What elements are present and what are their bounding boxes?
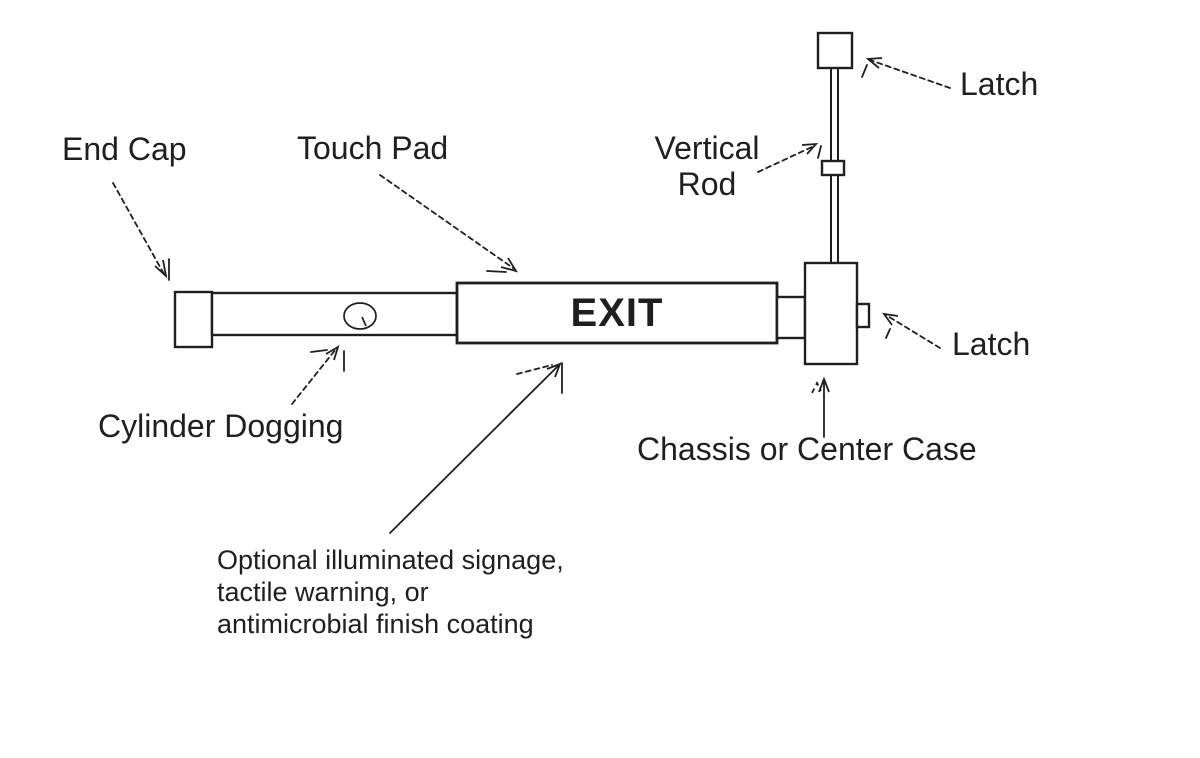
connector-shape — [775, 295, 807, 340]
touch-pad-label: Touch Pad — [297, 130, 449, 166]
latch-top-shape — [816, 31, 854, 70]
touch-pad-arrow — [379, 174, 518, 273]
cylinder-dogging-label: Cylinder Dogging — [98, 408, 344, 444]
end-cap-shape — [173, 290, 214, 349]
end-cap-label: End Cap — [62, 131, 187, 167]
chassis-label: Chassis or Center Case — [637, 431, 977, 467]
touch-pad-shape — [455, 281, 779, 345]
latch-right-arrow — [882, 312, 941, 349]
end-cap-arrow — [112, 182, 170, 281]
chassis-arrow — [811, 376, 830, 438]
vertical-rod-label: Vertical Rod — [654, 130, 760, 202]
chassis-shape — [803, 261, 859, 366]
cylinder-dogging-shape — [343, 302, 377, 330]
latch-top-arrow — [861, 57, 951, 89]
device-rail-shape — [210, 291, 459, 337]
optional-note-text: Optional illuminated signage, tactile wa… — [217, 545, 564, 639]
vertical-rod-arrow — [757, 142, 822, 173]
cylinder-dogging-arrow — [291, 345, 345, 405]
rod-collar-shape — [820, 159, 846, 177]
latch-right-shape — [855, 302, 871, 329]
latch-top-label: Latch — [960, 66, 1039, 102]
optional-note-arrow — [389, 362, 563, 534]
latch-right-label: Latch — [952, 326, 1031, 362]
exit-sign-text: EXIT — [570, 290, 664, 335]
